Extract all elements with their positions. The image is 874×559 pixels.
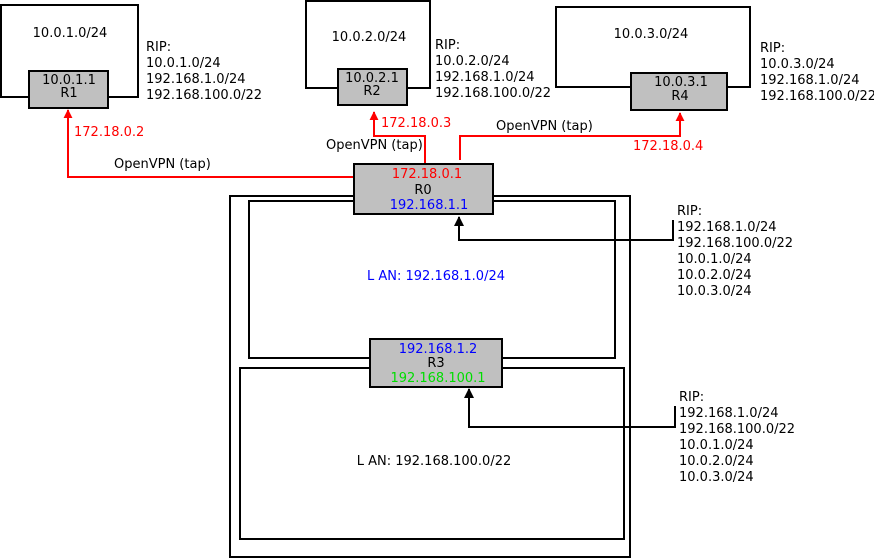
subnet-label-r2: 10.0.2.0/24: [332, 30, 407, 45]
router-r1[interactable]: 10.0.1.1 R1: [28, 70, 109, 109]
vpn-label-left: OpenVPN (tap): [114, 157, 211, 172]
router-r0[interactable]: 172.18.0.1 R0 192.168.1.1: [353, 163, 494, 215]
rip-route-r1-2: 192.168.1.0/24: [146, 72, 246, 87]
rip-route-r2-0: RIP:: [435, 38, 460, 53]
vpn-label-right: OpenVPN (tap): [496, 119, 593, 134]
lan-label-192-168-1: L AN: 192.168.1.0/24: [367, 269, 505, 284]
rip-route-r0-3: 10.0.1.0/24: [677, 252, 752, 267]
router-r4[interactable]: 10.0.3.1 R4: [630, 72, 728, 111]
rip-route-r1-1: 10.0.1.0/24: [146, 56, 221, 71]
router-r0-name: R0: [414, 183, 431, 198]
rip-route-r4-0: RIP:: [760, 41, 785, 56]
vpn-ip-r4: 172.18.0.4: [633, 139, 703, 154]
rip-route-r3-0: RIP:: [679, 390, 704, 405]
router-r3[interactable]: 192.168.1.2 R3 192.168.100.1: [369, 338, 503, 388]
rip-route-r0-0: RIP:: [677, 204, 702, 219]
rip-route-r0-4: 10.0.2.0/24: [677, 268, 752, 283]
router-r2[interactable]: 10.0.2.1 R2: [337, 68, 408, 106]
rip-route-r0-2: 192.168.100.0/22: [677, 236, 793, 251]
rip-route-r2-1: 10.0.2.0/24: [435, 54, 510, 69]
rip-route-r0-1: 192.168.1.0/24: [677, 220, 777, 235]
router-r4-ip: 10.0.3.1: [654, 75, 708, 90]
router-r4-name: R4: [671, 89, 688, 104]
router-r3-name: R3: [427, 356, 444, 371]
rip-route-r2-2: 192.168.1.0/24: [435, 70, 535, 85]
vpn-label-middle: OpenVPN (tap): [326, 138, 423, 153]
router-r3-lan1-ip: 192.168.1.2: [399, 342, 478, 357]
router-r1-ip: 10.0.1.1: [42, 73, 96, 88]
rip-route-r3-2: 192.168.100.0/22: [679, 422, 795, 437]
router-r1-name: R1: [60, 86, 77, 101]
vpn-ip-r2: 172.18.0.3: [381, 116, 451, 131]
rip-route-r4-2: 192.168.1.0/24: [760, 73, 860, 88]
vpn-link-r2: [369, 111, 426, 164]
rip-route-r2-3: 192.168.100.0/22: [435, 86, 551, 101]
router-r2-ip: 10.0.2.1: [345, 71, 399, 86]
rip-route-r3-4: 10.0.2.0/24: [679, 454, 754, 469]
rip-link-r0: [454, 216, 674, 241]
rip-route-r3-1: 192.168.1.0/24: [679, 406, 779, 421]
rip-route-r1-3: 192.168.100.0/22: [146, 88, 262, 103]
rip-route-r0-5: 10.0.3.0/24: [677, 284, 752, 299]
vpn-ip-r1: 172.18.0.2: [74, 125, 144, 140]
subnet-label-r4: 10.0.3.0/24: [614, 27, 689, 42]
rip-route-r1-0: RIP:: [146, 40, 171, 55]
rip-route-r4-1: 10.0.3.0/24: [760, 57, 835, 72]
rip-route-r4-3: 192.168.100.0/22: [760, 89, 874, 104]
rip-route-r3-3: 10.0.1.0/24: [679, 438, 754, 453]
router-r0-vpn-ip: 172.18.0.1: [392, 167, 462, 182]
router-r3-lan2-ip: 192.168.100.1: [390, 371, 485, 386]
vpn-link-r1: [63, 109, 355, 178]
rip-route-r3-5: 10.0.3.0/24: [679, 470, 754, 485]
lan-box-192-168-100: [239, 367, 625, 540]
router-r0-lan-ip: 192.168.1.1: [390, 198, 469, 213]
vpn-link-r4: [459, 112, 685, 160]
router-r2-name: R2: [363, 84, 380, 99]
lan-box-192-168-1: [248, 200, 616, 359]
lan-label-192-168-100: L AN: 192.168.100.0/22: [357, 454, 512, 469]
subnet-label-r1: 10.0.1.0/24: [33, 26, 108, 41]
rip-link-r3: [464, 388, 676, 428]
